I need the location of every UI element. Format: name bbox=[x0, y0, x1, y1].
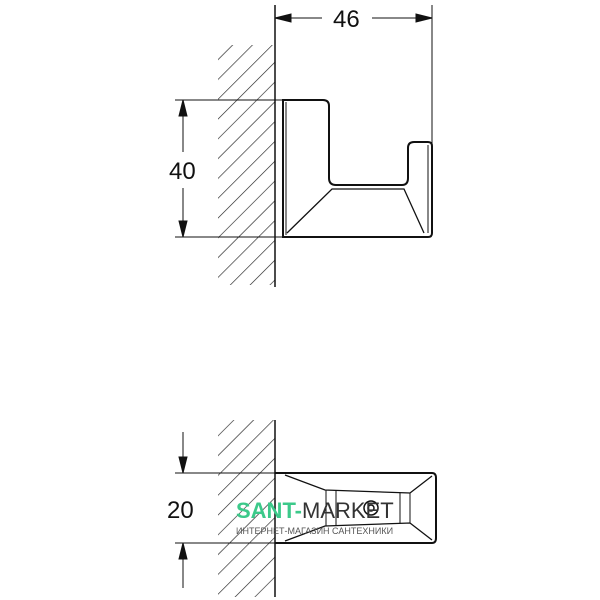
watermark-tagline: ИНТЕРНЕТ-МАГАЗИН САНТЕХНИКИ bbox=[236, 526, 394, 536]
width-dimension bbox=[274, 5, 433, 145]
watermark-logo: SANT-MARKET bbox=[236, 498, 394, 524]
watermark-brand-dark: MARKET bbox=[302, 498, 394, 523]
height-label: 40 bbox=[169, 158, 196, 185]
depth-label: 20 bbox=[167, 497, 194, 524]
wall-front-view bbox=[218, 5, 276, 287]
width-label: 46 bbox=[333, 6, 360, 33]
watermark-brand-green: SANT- bbox=[236, 498, 302, 523]
hook-top-view bbox=[275, 472, 437, 544]
depth-dimension bbox=[175, 432, 285, 588]
height-dimension bbox=[175, 99, 285, 238]
wall-top-view bbox=[218, 420, 276, 597]
hook-front-view bbox=[282, 99, 433, 238]
